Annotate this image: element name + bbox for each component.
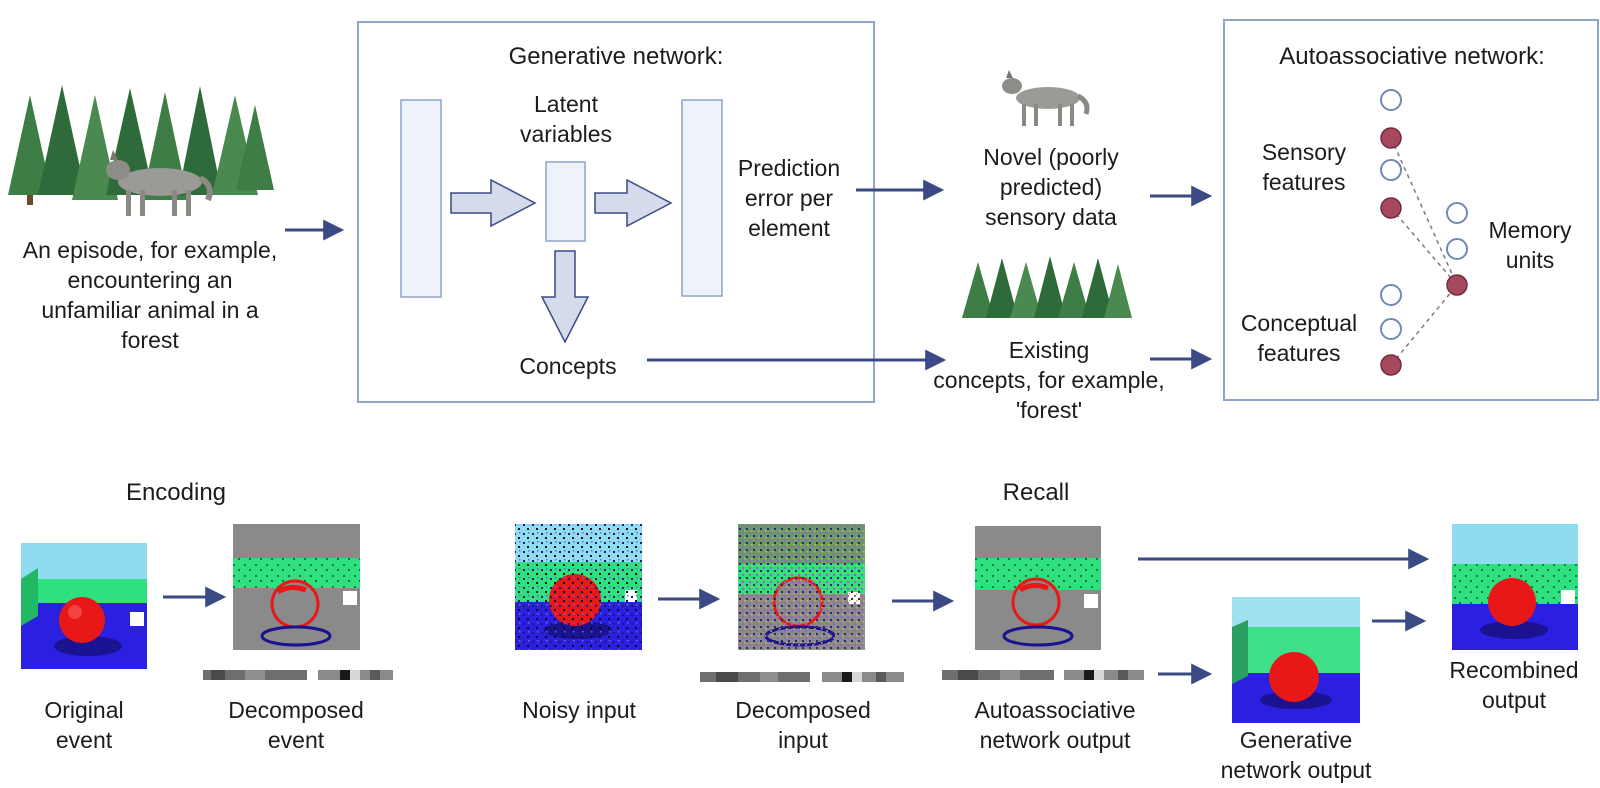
episode-line: encountering an	[68, 267, 233, 293]
caption-noisy-input: Noisy input	[522, 697, 636, 723]
svg-text:input: input	[778, 727, 828, 753]
svg-text:Generative: Generative	[1240, 727, 1353, 753]
caption-generative-output: Generative network output	[1221, 727, 1372, 783]
noisy-input-image	[515, 524, 642, 650]
svg-text:predicted): predicted)	[1000, 174, 1102, 200]
prediction-error-label: Prediction	[738, 155, 840, 181]
svg-text:Decomposed: Decomposed	[735, 697, 871, 723]
svg-text:Novel (poorly: Novel (poorly	[983, 144, 1119, 170]
caption-original-event: Original event	[44, 697, 123, 753]
caption-decomposed-event: Decomposed event	[228, 697, 364, 753]
episode-line: An episode, for example,	[23, 237, 277, 263]
svg-text:sensory data: sensory data	[985, 204, 1117, 230]
svg-text:Recombined: Recombined	[1449, 657, 1578, 683]
svg-text:Autoassociative: Autoassociative	[974, 697, 1135, 723]
sensory-node-filled	[1380, 197, 1402, 219]
episode-caption: An episode, for example, encountering an…	[23, 237, 277, 353]
prediction-error-label: element	[748, 215, 830, 241]
novel-sensory-data-label: Novel (poorly predicted) sensory data	[983, 144, 1119, 230]
svg-text:output: output	[1482, 687, 1547, 713]
input-layer	[400, 99, 442, 298]
wolf-icon	[1002, 70, 1090, 126]
output-layer	[681, 99, 723, 297]
original-event-image	[21, 543, 147, 669]
generative-network-box: Generative network: Latent variables Pre…	[357, 21, 875, 403]
conceptual-features-label: Conceptual	[1241, 310, 1357, 336]
forest-with-wolf-image	[8, 85, 274, 216]
sensory-features-label: Sensory	[1262, 139, 1347, 165]
decomposed-event-code-bar	[203, 670, 393, 680]
svg-text:Existing: Existing	[1009, 337, 1090, 363]
arrow-encoder-icon	[450, 178, 537, 228]
recall-title: Recall	[1003, 479, 1070, 506]
autoassociative-network-box: Autoassociative network: Sensory feature…	[1223, 19, 1599, 401]
existing-concepts-label: Existing concepts, for example, 'forest'	[933, 337, 1164, 423]
memory-unit-empty	[1446, 238, 1468, 260]
recombined-output-image	[1452, 524, 1578, 650]
svg-text:Noisy input: Noisy input	[522, 697, 636, 723]
episode-line: forest	[121, 327, 179, 353]
memory-units-label: Memory	[1488, 217, 1572, 243]
conceptual-node-empty	[1380, 284, 1402, 306]
latent-label: Latent	[534, 91, 599, 117]
svg-text:Original: Original	[44, 697, 123, 723]
caption-recombined-output: Recombined output	[1449, 657, 1578, 713]
svg-text:Decomposed: Decomposed	[228, 697, 364, 723]
encoding-title: Encoding	[126, 479, 226, 506]
autoassociative-output-code-bar	[942, 670, 1144, 680]
svg-text:network output: network output	[980, 727, 1131, 753]
prediction-error-label: error per	[745, 185, 834, 211]
caption-decomposed-input: Decomposed input	[735, 697, 871, 753]
connection-line	[1390, 284, 1458, 366]
caption-autoassociative-output: Autoassociative network output	[974, 697, 1135, 753]
svg-text:concepts, for example,: concepts, for example,	[933, 367, 1164, 393]
autoassociative-network-title: Autoassociative network:	[1279, 43, 1544, 70]
svg-text:event: event	[268, 727, 325, 753]
connection-line	[1390, 137, 1458, 286]
connection-line	[1390, 207, 1458, 286]
decomposed-input-image	[738, 524, 865, 650]
latent-layer	[545, 161, 586, 242]
generative-network-title: Generative network:	[509, 43, 724, 70]
svg-text:event: event	[56, 727, 113, 753]
latent-label: variables	[520, 121, 612, 147]
decomposed-event-image	[233, 524, 360, 650]
memory-units-label: units	[1506, 247, 1555, 273]
wolf-icon	[106, 150, 213, 216]
autoassociative-output-image	[975, 526, 1101, 650]
memory-unit-filled	[1446, 274, 1468, 296]
memory-unit-empty	[1446, 202, 1468, 224]
svg-text:'forest': 'forest'	[1016, 397, 1082, 423]
decomposed-input-code-bar	[700, 672, 904, 682]
conceptual-node-filled	[1380, 354, 1402, 376]
forest-icon	[962, 256, 1132, 318]
svg-text:network output: network output	[1221, 757, 1372, 783]
generative-output-image	[1232, 597, 1360, 723]
sensory-node-empty	[1380, 159, 1402, 181]
conceptual-node-empty	[1380, 318, 1402, 340]
sensory-features-label: features	[1262, 169, 1345, 195]
tree-icon	[8, 95, 52, 205]
arrow-down-concepts-icon	[540, 250, 590, 344]
arrow-decoder-icon	[594, 178, 673, 228]
concepts-label: Concepts	[519, 353, 616, 379]
episode-line: unfamiliar animal in a	[41, 297, 259, 323]
sensory-node-empty	[1380, 89, 1402, 111]
sensory-node-filled	[1380, 127, 1402, 149]
conceptual-features-label: features	[1257, 340, 1340, 366]
